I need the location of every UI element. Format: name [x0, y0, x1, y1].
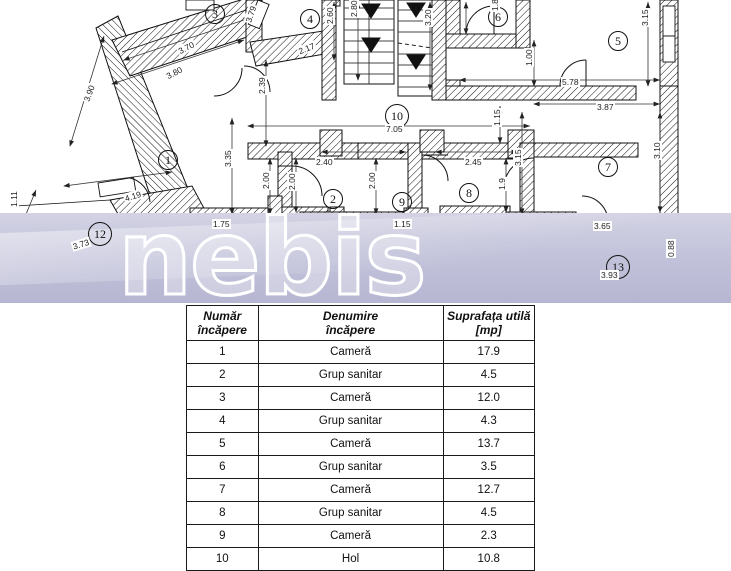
room-name-cell: Cameră	[257, 524, 444, 548]
dimension-label: 3.87	[596, 102, 615, 112]
room-area-cell: 4.5	[442, 501, 535, 525]
room-marker-7: 7	[598, 157, 618, 177]
dimension-label: 1.8	[490, 0, 500, 12]
column-header-number: Număr încăpere	[186, 305, 259, 341]
room-schedule-table: Număr încăpere Denumire încăpere Suprafa…	[186, 305, 535, 571]
dimension-label: 3.35	[223, 149, 233, 168]
room-area-cell: 4.5	[442, 363, 535, 387]
room-marker-1: 1	[158, 150, 178, 170]
dimension-label: 3.93	[600, 270, 619, 280]
header-line-2: [mp]	[475, 323, 502, 337]
dimension-label: 1.11	[9, 190, 19, 208]
dimension-label: 2.80	[349, 0, 359, 18]
dimension-label: 3.65	[593, 221, 612, 231]
room-number-cell: 2	[186, 363, 259, 387]
header-line-1: Denumire	[322, 309, 379, 323]
room-area-cell: 10.8	[442, 547, 535, 571]
room-name-cell: Cameră	[257, 386, 444, 410]
room-area-cell: 3.5	[442, 455, 535, 479]
room-number-cell: 6	[186, 455, 259, 479]
room-marker-5: 5	[608, 31, 628, 51]
header-line-1: Suprafața utilă	[447, 309, 531, 323]
room-area-cell: 13.7	[442, 432, 535, 456]
room-name-cell: Grup sanitar	[257, 363, 444, 387]
room-area-cell: 4.3	[442, 409, 535, 433]
room-marker-3: 3	[205, 4, 225, 24]
room-number-cell: 10	[186, 547, 259, 571]
room-marker-9: 9	[392, 192, 412, 212]
room-name-cell: Grup sanitar	[257, 409, 444, 433]
column-header-name: Denumire încăpere	[257, 305, 444, 341]
dimension-label: 3.10	[652, 141, 662, 160]
room-name-cell: Grup sanitar	[257, 501, 444, 525]
dimension-label: 3.15	[513, 148, 523, 167]
header-line-1: Număr	[203, 309, 242, 323]
room-area-cell: 2.3	[442, 524, 535, 548]
room-marker-2: 2	[323, 189, 343, 209]
walls-group	[15, 0, 679, 277]
dimension-label: 7.05	[385, 124, 404, 134]
room-marker-12: 12	[88, 222, 112, 246]
room-area-cell: 12.7	[442, 478, 535, 502]
dimension-label: 1.15	[393, 219, 412, 229]
room-number-cell: 1	[186, 340, 259, 364]
room-number-cell: 9	[186, 524, 259, 548]
table-header-row: Număr încăpere Denumire încăpere Suprafa…	[186, 305, 535, 341]
room-marker-4: 4	[300, 9, 320, 29]
room-name-cell: Cameră	[257, 340, 444, 364]
dimension-label: 5.78	[561, 77, 580, 87]
room-number-cell: 4	[186, 409, 259, 433]
room-number-cell: 5	[186, 432, 259, 456]
room-marker-8: 8	[459, 183, 479, 203]
column-header-area: Suprafața utilă [mp]	[442, 305, 535, 341]
dimension-label: 3.20	[423, 8, 433, 27]
dimension-label: 2.39	[257, 76, 267, 95]
room-number-cell: 3	[186, 386, 259, 410]
dimension-label: 1.15	[492, 108, 502, 127]
room-number-cell: 8	[186, 501, 259, 525]
header-line-2: încăpere	[325, 323, 376, 337]
dimension-label: 2.40	[315, 157, 334, 167]
room-number-cell: 7	[186, 478, 259, 502]
dimension-label: 3.15	[640, 8, 650, 27]
dimension-label: 1.75	[212, 219, 231, 229]
room-name-cell: Cameră	[257, 432, 444, 456]
room-name-cell: Hol	[257, 547, 444, 571]
room-area-cell: 17.9	[442, 340, 535, 364]
dimension-label: 2.00	[261, 171, 271, 190]
dimension-label: 2.45	[464, 157, 483, 167]
dimension-label: 2.60	[325, 6, 335, 25]
dimension-label: 0.88	[666, 239, 676, 258]
room-name-cell: Grup sanitar	[257, 455, 444, 479]
dimension-label: 1.00	[524, 48, 534, 67]
room-name-cell: Cameră	[257, 478, 444, 502]
dimension-label: 2.00	[287, 172, 297, 191]
dimension-label: 2.00	[367, 171, 377, 190]
dimension-label: 1.9	[497, 177, 507, 191]
room-area-cell: 12.0	[442, 386, 535, 410]
header-line-2: încăpere	[197, 323, 247, 337]
